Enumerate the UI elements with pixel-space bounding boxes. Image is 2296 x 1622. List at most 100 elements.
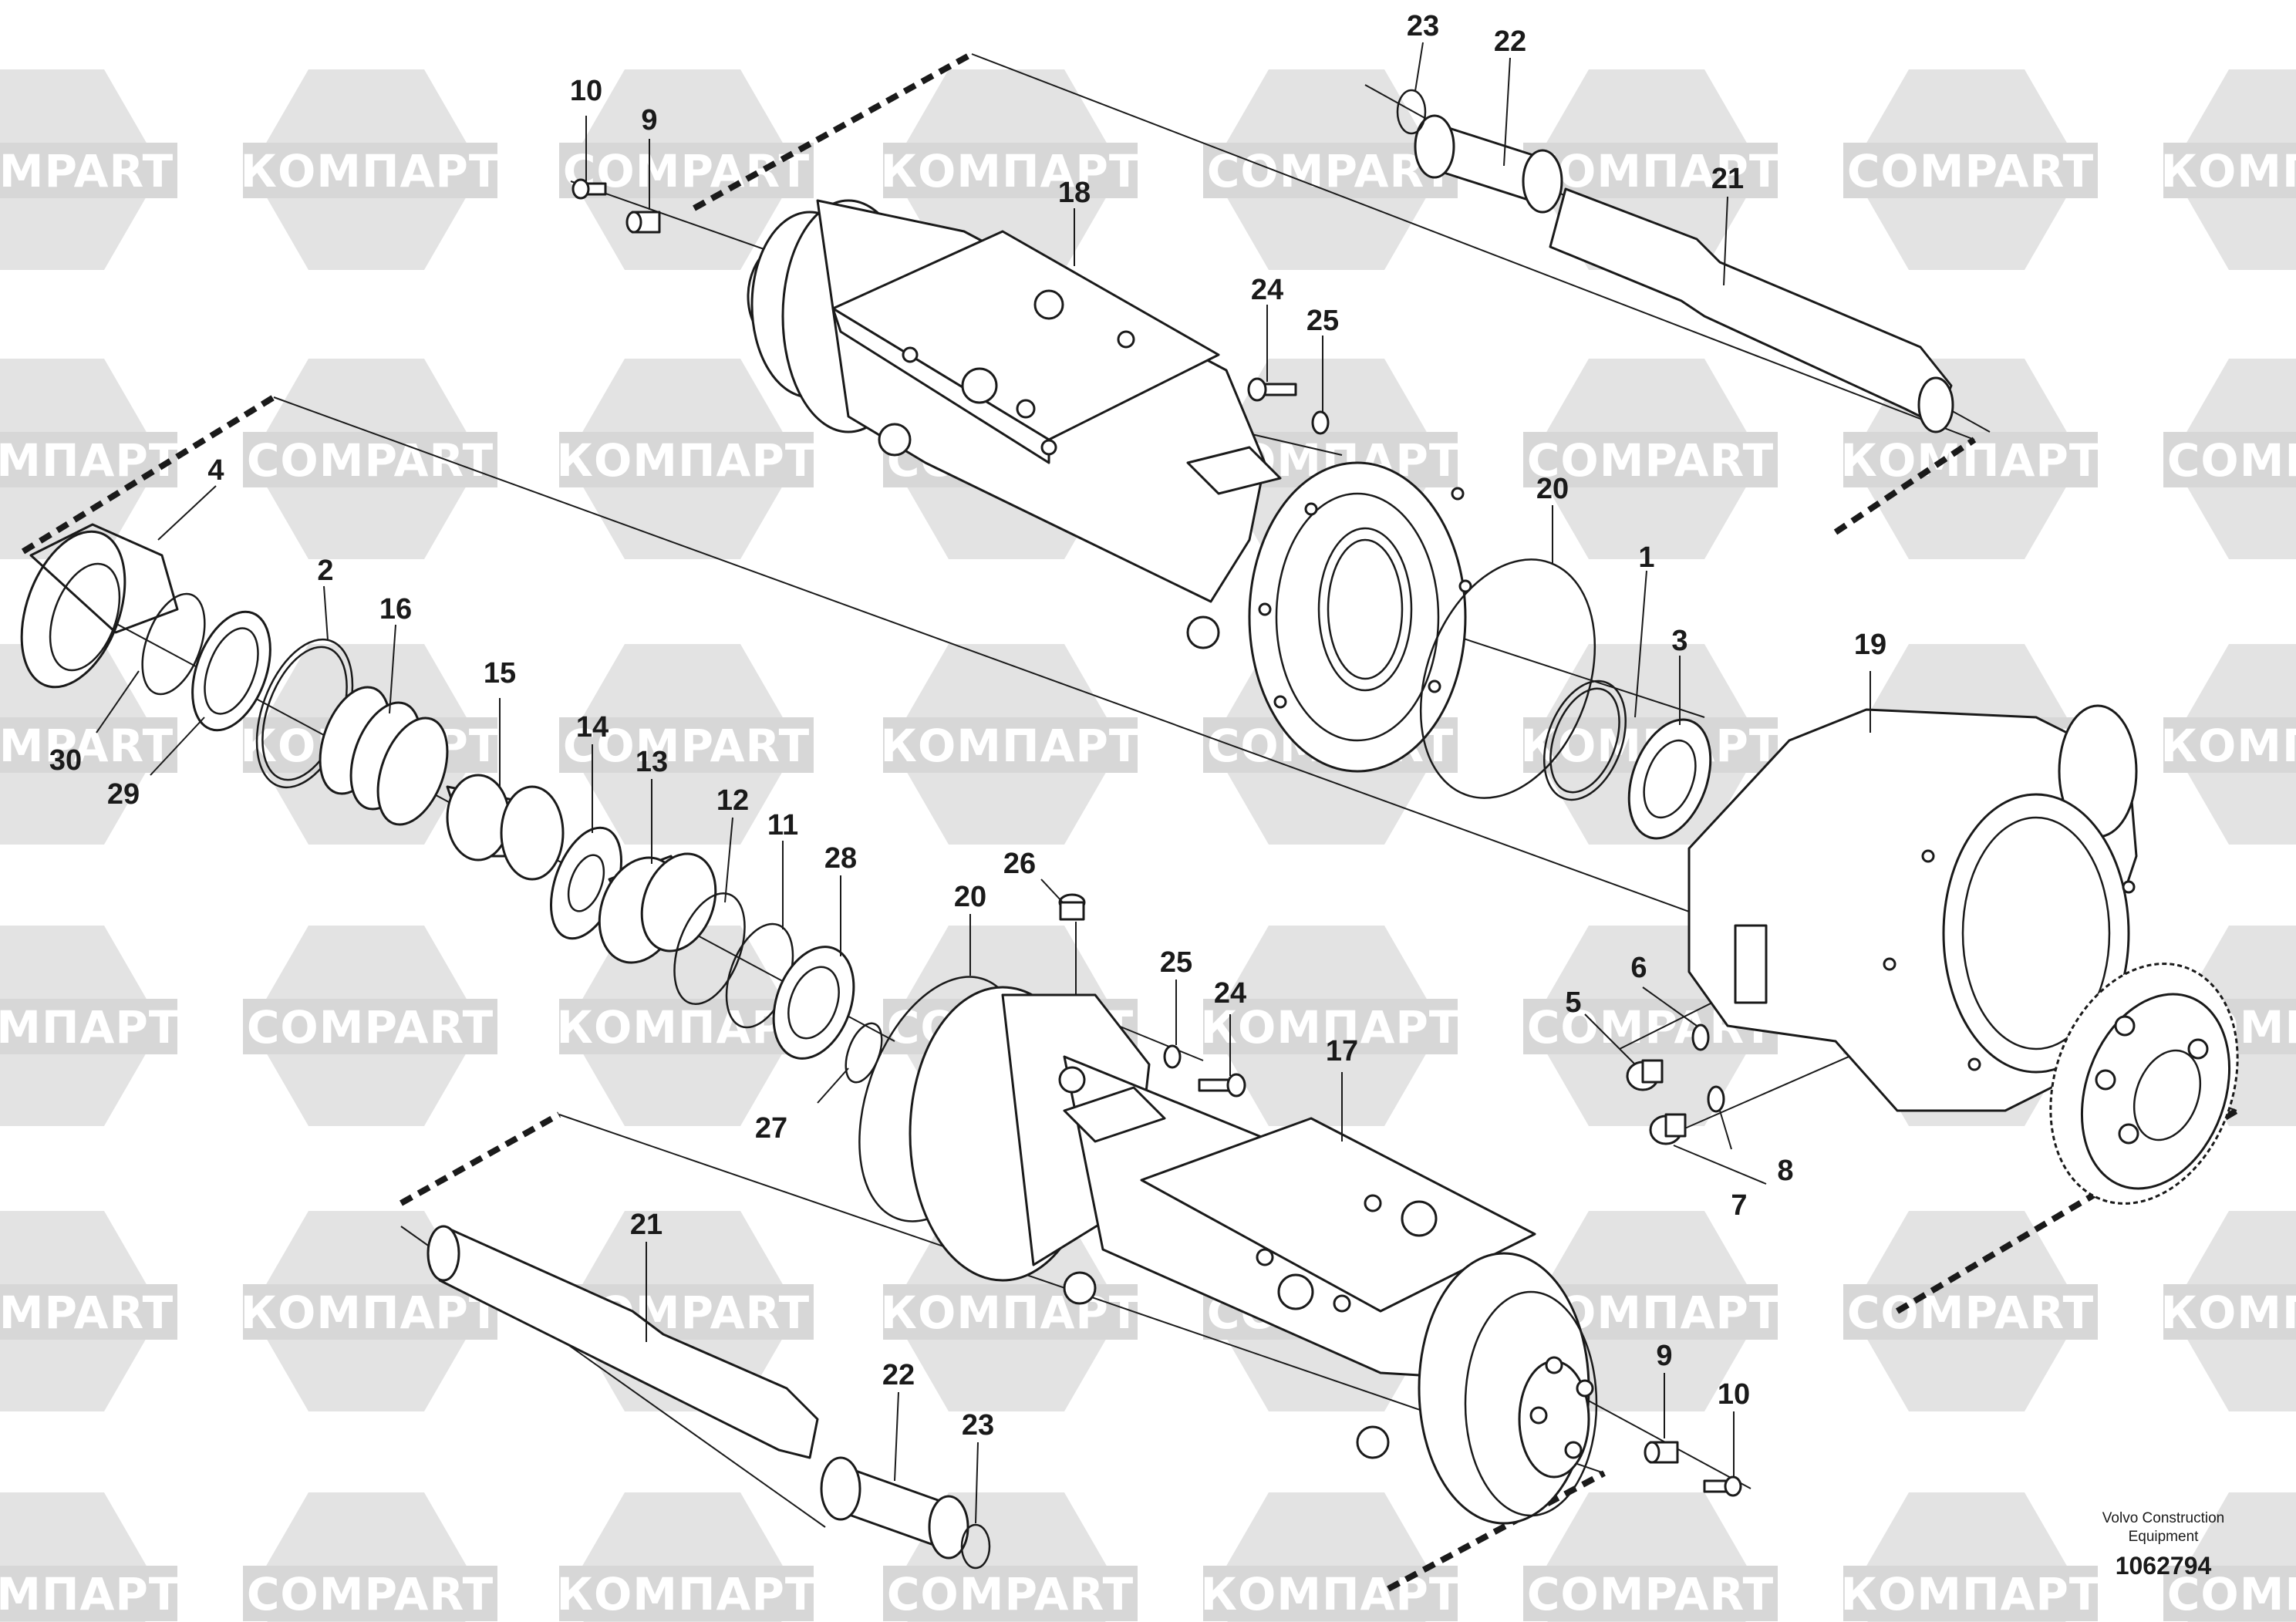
callout-4: 4: [207, 454, 224, 487]
callout-21-lower: 21: [630, 1209, 663, 1241]
watermark-tile: COMPART: [1843, 69, 2098, 270]
bushing-22-upper: [1414, 114, 1563, 214]
watermark-word: КОМПАРТ: [557, 434, 817, 487]
washer-25-upper: [1311, 410, 1330, 435]
callout-10: 10: [570, 75, 602, 107]
callout-19: 19: [1854, 629, 1886, 661]
washer-6: [1691, 1023, 1710, 1051]
footer-company-line1: Volvo Construction: [2102, 1510, 2224, 1526]
callout-1: 1: [1638, 541, 1654, 574]
callout-23: 23: [1407, 10, 1439, 42]
watermark-tile: КОМПАРТ: [557, 926, 815, 1126]
bolt-10-upper: [571, 178, 607, 200]
watermark-tile: COMPART: [559, 644, 814, 845]
watermark-tile: COMPART: [243, 1492, 497, 1622]
watermark-word: COMPART: [1527, 1568, 1774, 1620]
watermark-word: КОМПАРТ: [557, 1568, 817, 1620]
watermark-tile: КОМПАРТ: [241, 69, 499, 270]
watermark-tile: COMPART: [559, 69, 814, 270]
bushing-22-lower: [820, 1456, 969, 1560]
watermark-tile: COMPART: [2163, 359, 2296, 559]
watermark-word: COMPART: [0, 145, 174, 197]
watermark-word: КОМПАРТ: [241, 1286, 501, 1339]
watermark-tile: COMPART: [2163, 1492, 2296, 1622]
bearing-28: [772, 946, 855, 1060]
watermark-tile: КОМПАРТ: [0, 1492, 180, 1622]
watermark-word: COMPART: [1207, 145, 1454, 197]
callout-3: 3: [1671, 625, 1687, 657]
callout-22-lower: 22: [882, 1359, 915, 1391]
watermark-tile: COMPART: [243, 926, 497, 1126]
pin-9-upper: [625, 211, 661, 234]
watermark-tile: КОМПАРТ: [241, 1211, 501, 1411]
callout-5: 5: [1565, 986, 1581, 1019]
watermark-word: COMPART: [0, 720, 174, 772]
callout-6: 6: [1630, 952, 1647, 984]
watermark-tile: COMPART: [1203, 69, 1458, 270]
watermark-word: COMPART: [247, 1001, 494, 1054]
watermark-tile: КОМПАРТ: [1201, 1492, 1461, 1622]
watermark-word: COMPART: [887, 1568, 1134, 1620]
callout-29: 29: [107, 778, 140, 811]
footer-block: Volvo Construction Equipment 1062794: [2102, 1510, 2224, 1580]
watermark-tile: КОМПАРТ: [881, 69, 1139, 270]
watermark-tile: COMPART: [1523, 359, 1778, 559]
watermark-word: COMPART: [563, 720, 810, 772]
watermark-word: COMPART: [2167, 1568, 2296, 1620]
callout-26: 26: [1003, 848, 1036, 880]
callout-20-lower: 20: [954, 881, 986, 913]
watermark-tile: КОМПАРТ: [1201, 926, 1459, 1126]
watermark-tile: КОМПАРТ: [2161, 69, 2296, 270]
callout-11: 11: [767, 809, 798, 841]
watermark-word: COMPART: [1527, 434, 1774, 487]
callout-10-lower: 10: [1718, 1378, 1750, 1411]
callout-labels: 10 9 23 22 21 18 24 25 20 1 3 19 4 2 16 …: [49, 10, 1886, 1442]
axle-housing-upper: [747, 199, 1472, 773]
callout-22: 22: [1494, 25, 1526, 58]
callout-20: 20: [1536, 473, 1569, 505]
callout-12: 12: [716, 784, 749, 817]
axle-housing-lower: [909, 986, 1598, 1525]
watermark-word: КОМПАРТ: [0, 1001, 180, 1054]
callout-9-lower: 9: [1656, 1340, 1672, 1372]
drain-plug-7: [1649, 1113, 1687, 1145]
watermark-word: КОМПАРТ: [881, 1286, 1141, 1339]
watermark-tile: COMPART: [1523, 1492, 1778, 1622]
watermark-tile: КОМПАРТ: [1841, 359, 2099, 559]
axle-shaft-lower: [426, 1225, 819, 1459]
bolt-24-lower: [1198, 1073, 1246, 1098]
watermark-word: КОМПАРТ: [0, 434, 180, 487]
bolt-24-upper: [1247, 377, 1297, 402]
plug-26: [1058, 893, 1086, 921]
watermark-word: КОМПАРТ: [2161, 145, 2296, 197]
watermark-tile: КОМПАРТ: [881, 644, 1139, 845]
ring-12: [673, 892, 746, 1006]
callout-14: 14: [576, 711, 609, 744]
callout-9: 9: [641, 104, 657, 137]
watermark-word: КОМПАРТ: [1521, 145, 1781, 197]
bearing-3: [1627, 718, 1712, 840]
callout-17: 17: [1326, 1035, 1358, 1067]
watermark-word: COMPART: [247, 1568, 494, 1620]
callout-24: 24: [1251, 274, 1283, 306]
watermark-word: КОМПАРТ: [1201, 1568, 1461, 1620]
pinion-15: [446, 774, 565, 881]
watermark-word: COMPART: [1847, 145, 2094, 197]
washer-25-lower: [1163, 1044, 1182, 1069]
watermark-tile: КОМПАРТ: [1841, 1492, 2099, 1622]
watermark-tile: КОМПАРТ: [2161, 1211, 2296, 1411]
watermark-tile: COMPART: [0, 69, 177, 270]
sleeve-13: [598, 852, 717, 964]
o-ring-upper: [1419, 558, 1627, 801]
watermark-word: COMPART: [0, 1286, 174, 1339]
callout-23-lower: 23: [962, 1409, 994, 1442]
callout-24-lower: 24: [1214, 977, 1246, 1010]
shim-29: [191, 610, 271, 732]
snap-ring-23-upper: [1396, 89, 1427, 135]
watermark-word: COMPART: [1847, 1286, 2094, 1339]
snap-ring-30: [141, 592, 206, 696]
watermark-tile: КОМПАРТ: [0, 926, 180, 1126]
callout-27: 27: [755, 1112, 787, 1145]
watermark-word: КОМПАРТ: [0, 1568, 180, 1620]
